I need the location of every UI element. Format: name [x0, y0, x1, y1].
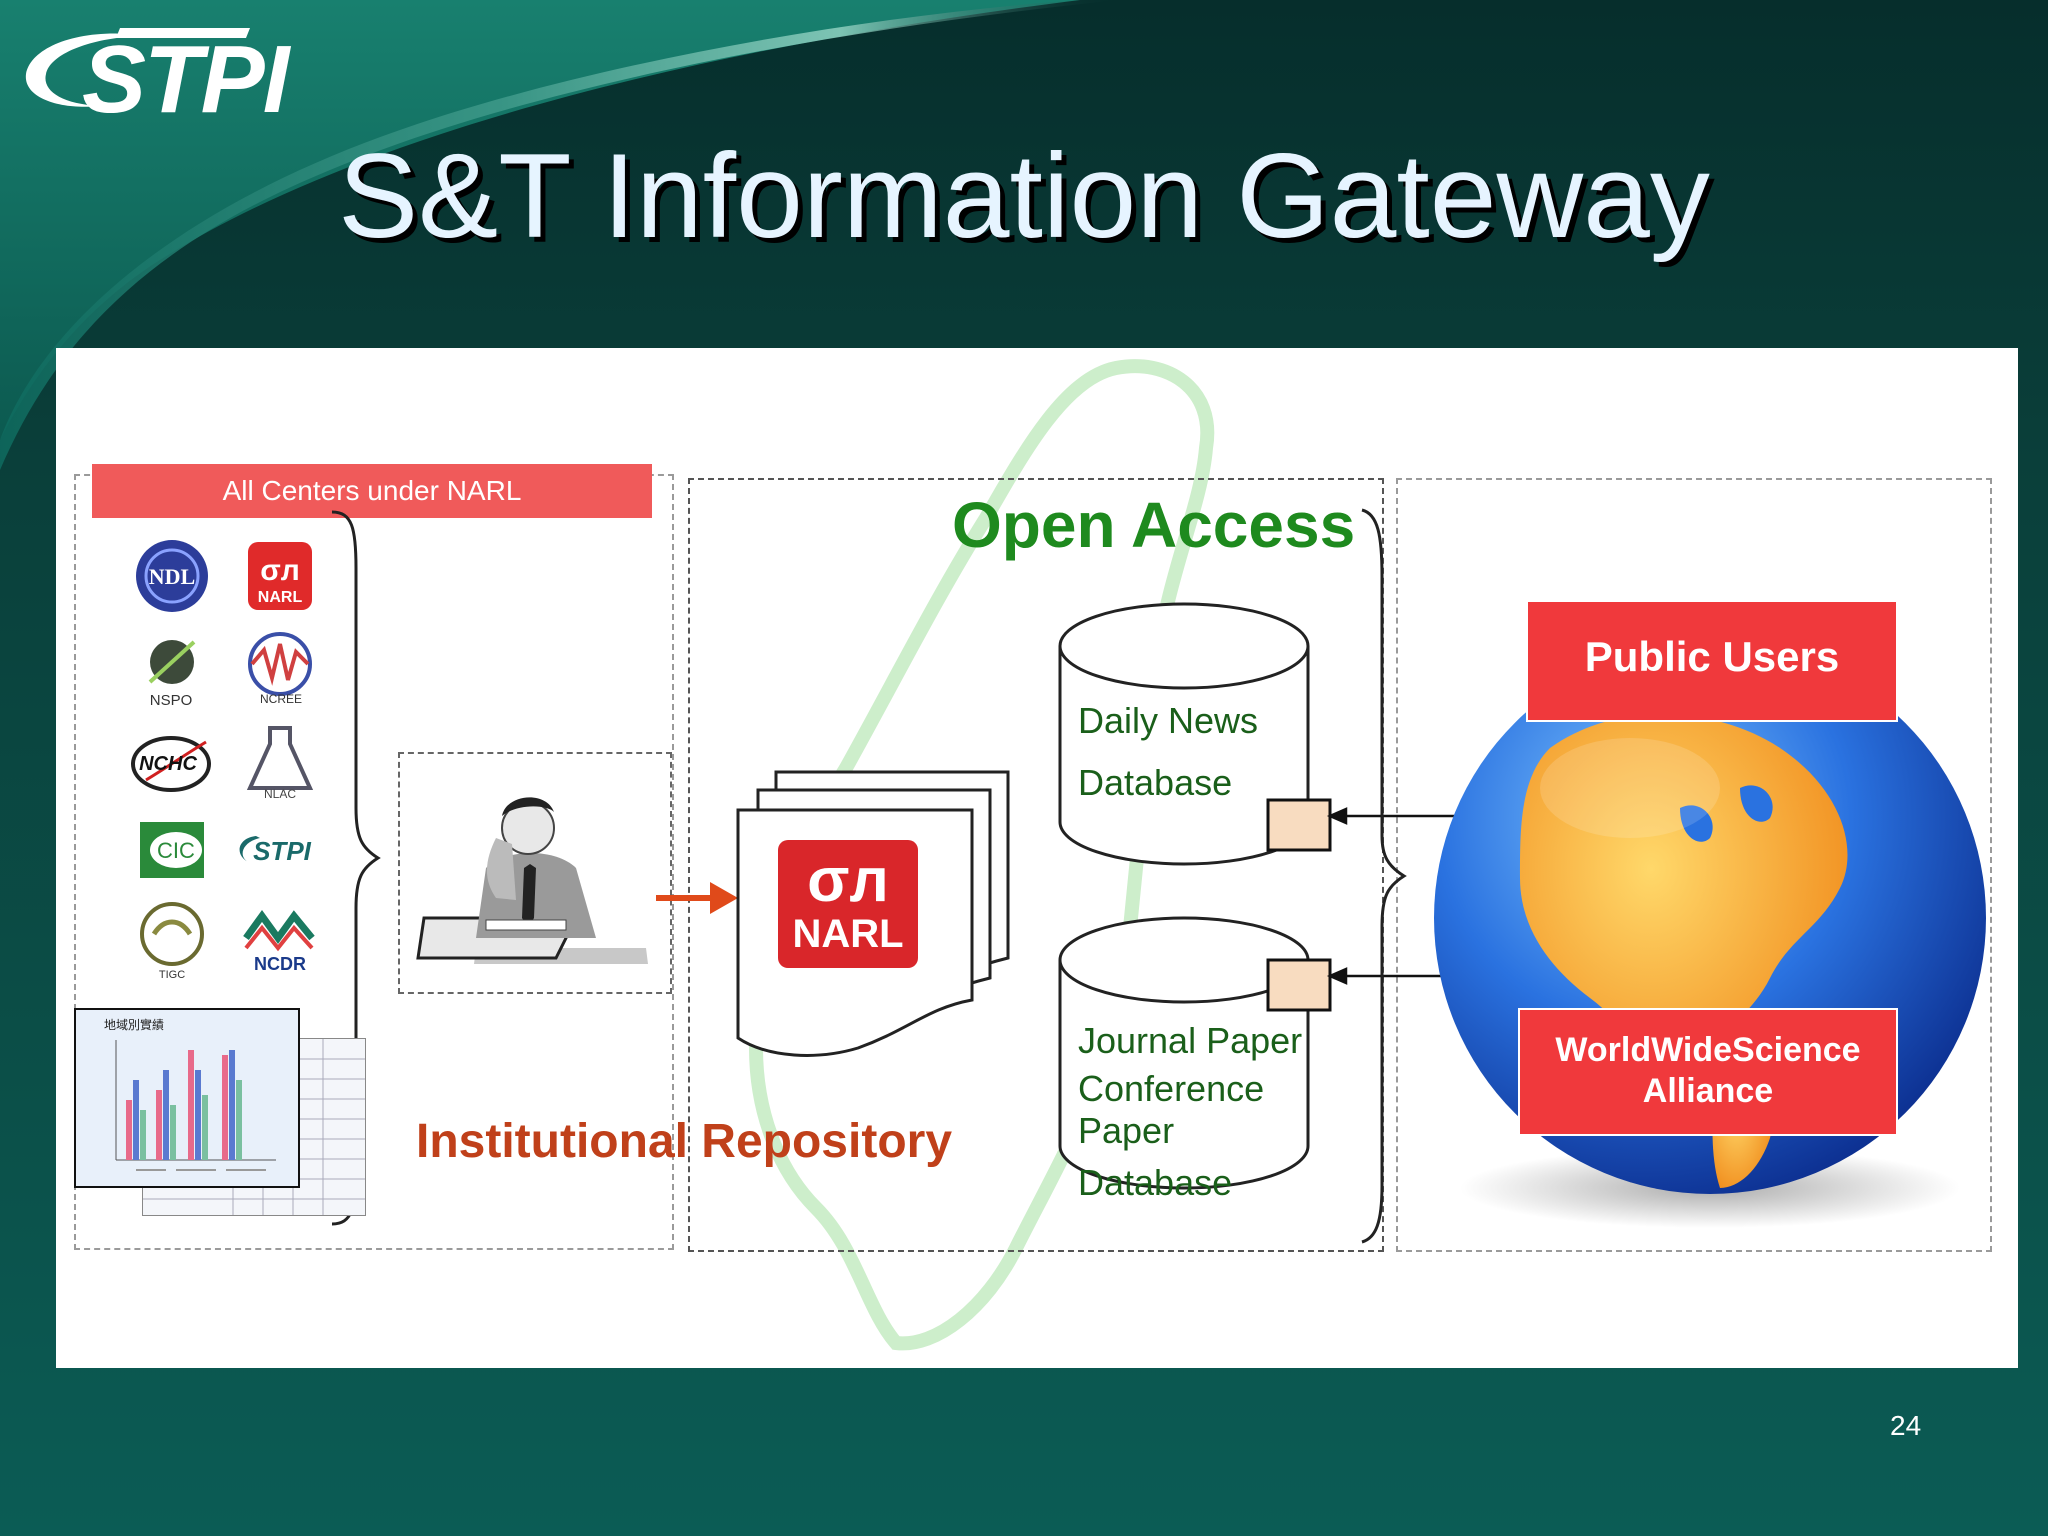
svg-text:σл: σл: [260, 554, 300, 587]
database-connectors: [1266, 798, 1332, 1012]
svg-text:TIGC: TIGC: [159, 969, 185, 981]
person-at-desk-illustration: [416, 797, 648, 964]
svg-text:CIC: CIC: [157, 838, 195, 863]
cic-logo-icon: CIC: [130, 814, 214, 898]
wws-line-2: Alliance: [1642, 1071, 1774, 1110]
nspo-logo-icon: [130, 630, 214, 714]
daily-news-line-1: Daily News: [1078, 700, 1259, 741]
person-box: [398, 752, 672, 994]
wws-line-1: WorldWideScience: [1555, 1031, 1861, 1069]
journal-db-line-4: Database: [1078, 1162, 1233, 1203]
right-brace: [1361, 508, 1407, 1244]
journal-db-line-3: Paper: [1078, 1110, 1175, 1151]
nchc-logo-icon: NCHC: [126, 728, 211, 812]
right-section: [1396, 478, 1992, 1252]
journal-db-line-1: Journal Paper: [1078, 1020, 1303, 1061]
to-repository-arrow: [656, 882, 738, 914]
open-access-section: [688, 478, 1384, 1252]
page-number: 24: [1890, 1410, 1922, 1441]
nspo-label: NSPO: [149, 692, 193, 709]
ncree-logo-icon: [238, 630, 322, 714]
svg-text:NCDR: NCDR: [254, 954, 306, 974]
svg-text:NARL: NARL: [258, 589, 303, 606]
stpi-logo-swirl: [25, 28, 250, 107]
ncdr-logo-icon: NCDR: [236, 898, 320, 982]
nlac-logo-icon: NLAC: [238, 720, 322, 804]
worldwidescience-box: WorldWideScience Alliance: [1518, 1008, 1898, 1136]
daily-news-line-2: Database: [1078, 762, 1233, 803]
journal-db-line-2: Conference: [1078, 1068, 1265, 1109]
svg-text:STPI: STPI: [253, 836, 312, 866]
narl-document-logo-text: NARL: [792, 912, 904, 956]
journal-paper-database-cylinder: [1058, 916, 1310, 1190]
page-title: S&T Information Gateway: [338, 129, 1710, 263]
narl-centers-banner: All Centers under NARL: [92, 464, 652, 518]
open-access-label: Open Access: [952, 489, 1356, 561]
repository-documents: [736, 770, 1010, 1057]
daily-news-database-cylinder: [1058, 602, 1310, 866]
svg-text:NDL: NDL: [149, 564, 195, 589]
svg-text:NCHC: NCHC: [139, 753, 197, 775]
institutional-repository-label: Institutional Repository: [416, 1115, 953, 1168]
ncree-label: NCREE: [259, 692, 302, 706]
tigc-logo-icon: TIGC: [130, 898, 214, 982]
report-thumbnail: 地域別實績: [74, 1008, 300, 1188]
svg-text:NLAC: NLAC: [264, 787, 296, 800]
ndl-logo-icon: NDL: [130, 534, 214, 618]
stpi-small-logo-icon: STPI: [226, 814, 312, 898]
narl-document-logo: σл NARL: [778, 840, 918, 968]
public-users-box: Public Users: [1526, 600, 1898, 722]
stpi-logo: STPI: [82, 26, 289, 133]
report-title: 地域別實績: [104, 1018, 165, 1032]
public-users-label: Public Users: [1584, 633, 1840, 680]
